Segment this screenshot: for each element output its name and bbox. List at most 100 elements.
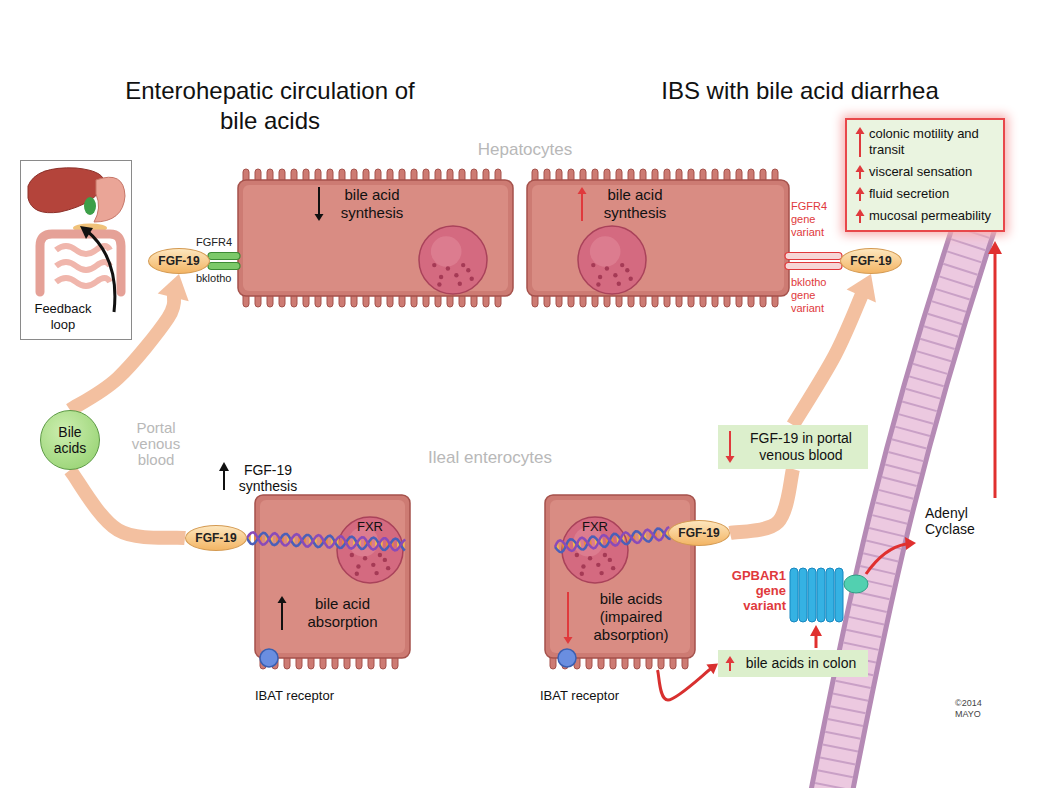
arrow-head	[856, 165, 865, 172]
panel-title: IBS with bile acid diarrhea	[590, 76, 1010, 106]
chromatin-dot	[439, 275, 443, 279]
ibat-transporter	[260, 649, 278, 667]
hormone-name: FGF-19	[669, 521, 729, 545]
effect-row: colonic motility and transit	[855, 126, 997, 158]
gene-variant-label: GPBAR1 gene variant	[720, 568, 786, 613]
chromatin-dot	[458, 282, 462, 286]
arrow-head	[315, 214, 324, 221]
cell-body	[255, 495, 410, 658]
arrow-symbol	[855, 127, 865, 157]
nucleus-highlight	[431, 236, 462, 267]
chromatin-dot	[378, 553, 382, 557]
effect-text: visceral sensation	[855, 164, 997, 180]
gpbar1-receptor	[835, 568, 843, 622]
enzyme-label: Adenyl Cyclase	[925, 505, 995, 537]
chromatin-dot	[603, 553, 607, 557]
cell-process-text: bile acid synthesis	[324, 186, 420, 222]
finding-text: bile acids in colon	[740, 655, 862, 672]
effect-text: colonic motility and transit	[855, 126, 997, 158]
effect-row: visceral sensation	[855, 164, 997, 180]
chromatin-dot	[591, 263, 595, 267]
dna-strand	[555, 529, 671, 553]
cell-body	[545, 495, 695, 658]
chromatin-dot	[355, 572, 359, 576]
receptor-bar	[785, 263, 842, 270]
arrow-head	[856, 127, 865, 134]
arrow-symbol	[277, 596, 287, 630]
signal-arrow	[815, 634, 818, 648]
feedback-arrow	[86, 230, 115, 312]
arrow-shaft	[859, 215, 861, 223]
cell-cytoplasm	[550, 500, 690, 653]
arrow-shaft	[281, 602, 283, 630]
arrow-head	[578, 187, 587, 194]
connector-line	[658, 669, 712, 701]
chromatin-dot	[588, 556, 592, 560]
finding-box: bile acids in colon	[718, 650, 868, 677]
nucleus	[578, 226, 646, 294]
arrow-shaft	[318, 187, 320, 215]
chromatin-dot	[446, 266, 450, 270]
arrow-head	[856, 209, 865, 216]
chromatin-dot	[466, 268, 470, 272]
arrow-head	[988, 241, 1002, 254]
chromatin-dot	[437, 282, 441, 286]
cell-shape	[255, 495, 410, 670]
arrow-shaft	[729, 662, 731, 671]
gpbar1-receptor	[817, 568, 825, 622]
chromatin-dot	[386, 566, 390, 570]
receptor-label: FGFR4	[196, 236, 238, 249]
chromatin-dot	[374, 571, 378, 575]
cell-cytoplasm	[532, 185, 784, 291]
signal-arrow	[866, 544, 906, 574]
adenyl-cyclase-enzyme	[844, 575, 868, 593]
gallbladder	[84, 197, 96, 215]
panel-title: Enterohepatic circulation of bile acids	[108, 76, 432, 136]
connector	[658, 664, 719, 701]
arrow-symbol	[563, 592, 573, 644]
dna-strand	[555, 527, 669, 551]
dna-strand	[247, 532, 405, 550]
gpbar1-receptor	[790, 568, 798, 622]
chromatin-dot	[620, 263, 624, 267]
arrow-symbol	[725, 431, 735, 463]
cell-cytoplasm	[260, 500, 405, 653]
arrow-head	[856, 187, 865, 194]
cell-type-label: Ileal enterocytes	[410, 448, 570, 468]
chromatin-dot	[605, 266, 609, 270]
hepatocyte-cell: bile acid synthesis	[238, 168, 513, 308]
chromatin-dot	[580, 572, 584, 576]
receptor-bar	[208, 263, 240, 270]
chromatin-dot	[432, 263, 436, 267]
chromatin-dot	[625, 268, 629, 272]
hormone-oval: FGF-19	[148, 248, 210, 274]
cell-type-label: Hepatocytes	[455, 140, 595, 160]
arrow-shaft	[859, 193, 861, 201]
chromatin-dot	[356, 564, 360, 568]
cell-shape	[545, 495, 695, 670]
arrow-head	[726, 456, 735, 463]
arrow-shaft	[567, 592, 569, 638]
arrow-shaft	[859, 171, 861, 179]
receptor-bar	[208, 253, 240, 260]
hormone-oval: FGF-19	[668, 520, 730, 546]
chromatin-dot	[371, 563, 375, 567]
connector	[730, 469, 793, 533]
cell-process-text: bile acid absorption	[285, 595, 400, 631]
arrow-head	[810, 625, 822, 636]
receptor-bar	[785, 253, 842, 260]
chromatin-dot	[613, 273, 617, 277]
hormone-name: FGF-19	[149, 249, 209, 273]
arrow-head	[278, 596, 287, 603]
chromatin-dot	[461, 263, 465, 267]
receptor-label: bklotho	[196, 272, 238, 285]
chromatin-dot	[596, 563, 600, 567]
chromatin-dot	[454, 273, 458, 277]
arrow-head	[158, 274, 189, 301]
arrow-symbol	[314, 187, 324, 221]
arrow-head	[905, 537, 916, 550]
effect-row: mucosal permeability	[855, 208, 997, 224]
hormone-oval: FGF-19	[185, 525, 247, 551]
process-label: FGF-19 synthesis	[232, 462, 304, 494]
arrow-symbol	[725, 656, 735, 671]
